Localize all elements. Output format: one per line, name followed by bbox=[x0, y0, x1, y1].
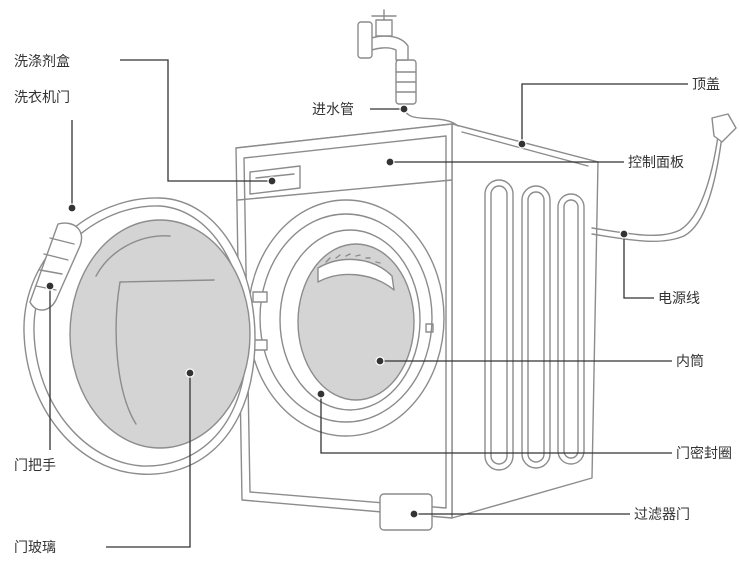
label-top-cover: 顶盖 bbox=[692, 77, 720, 93]
filter-door bbox=[379, 493, 433, 531]
label-door-seal: 门密封圈 bbox=[676, 445, 732, 462]
side-ribs bbox=[484, 179, 585, 471]
door-opening bbox=[247, 199, 445, 437]
label-filter-door: 过滤器门 bbox=[634, 507, 690, 523]
label-inlet-hose: 进水管 bbox=[312, 102, 354, 118]
label-inner-drum: 内筒 bbox=[676, 353, 704, 370]
inlet-hose bbox=[357, 9, 459, 127]
callout-labels: 洗涤剂盒 洗衣机门 进水管 顶盖 控制面板 电源线 内筒 门密封圈 过滤器门 门… bbox=[14, 53, 732, 556]
washer-door bbox=[23, 197, 256, 475]
label-power-cord: 电源线 bbox=[658, 291, 700, 307]
label-detergent-box: 洗涤剂盒 bbox=[14, 53, 70, 70]
label-control-panel: 控制面板 bbox=[628, 155, 684, 171]
power-cord bbox=[591, 113, 737, 243]
label-washer-door: 洗衣机门 bbox=[14, 90, 70, 106]
label-door-glass: 门玻璃 bbox=[14, 539, 56, 556]
leader-lines bbox=[45, 59, 688, 548]
label-door-handle: 门把手 bbox=[14, 458, 56, 474]
